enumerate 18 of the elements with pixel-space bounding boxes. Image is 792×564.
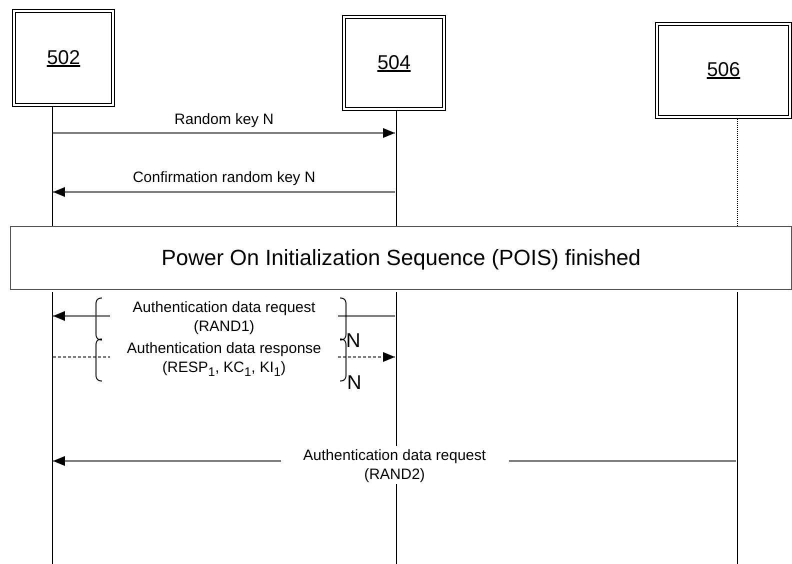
participant-box	[12, 9, 115, 107]
message-arrow	[52, 128, 396, 138]
message-label: Authentication data request (RAND2)	[280, 446, 508, 484]
participant-number: 506	[706, 59, 740, 82]
loop-count: N	[347, 372, 362, 395]
lifeline	[736, 119, 738, 226]
participant-number: 504	[377, 52, 411, 74]
participant-box	[342, 15, 446, 111]
participant-number: 502	[46, 46, 80, 70]
lifeline	[736, 292, 738, 564]
message-label: Confirmation random key N	[132, 168, 316, 187]
message-arrow	[52, 187, 396, 197]
loop-count: N	[346, 330, 360, 353]
participant-box	[655, 22, 792, 119]
status-band	[10, 226, 792, 290]
band-title: Power On Initialization Sequence (POIS) finished	[161, 245, 641, 271]
message-label: Authentication data request (RAND1)	[110, 298, 338, 336]
message-label: Random key N	[174, 110, 274, 129]
